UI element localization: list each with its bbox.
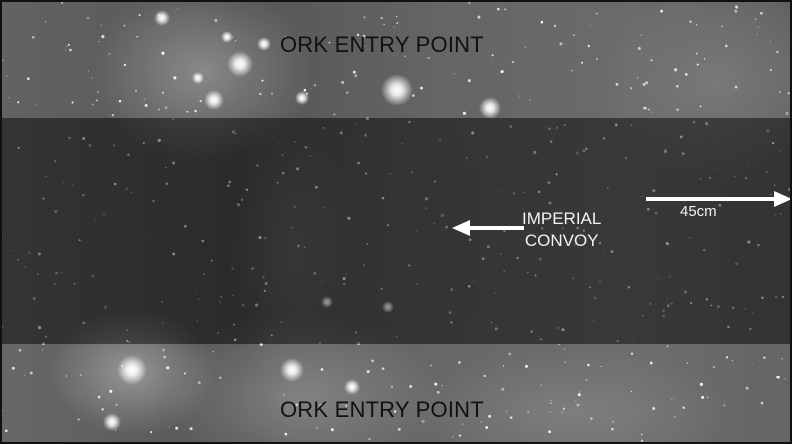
imperial-convoy-label-line1: IMPERIAL xyxy=(522,209,602,228)
imperial-convoy-label-line2: CONVOY xyxy=(524,231,599,250)
ork-entry-point-bottom-label: ORK ENTRY POINT xyxy=(280,397,484,422)
distance-label: 45cm xyxy=(680,203,717,220)
ork-entry-zone-top xyxy=(2,2,790,118)
arrow-left-icon xyxy=(452,220,524,236)
ork-entry-point-top-label: ORK ENTRY POINT xyxy=(280,32,484,57)
imperial-deployment-zone xyxy=(2,118,790,344)
arrow-right-icon xyxy=(646,191,790,207)
ork-entry-zone-bottom xyxy=(2,344,790,442)
imperial-convoy-label: IMPERIAL CONVOY xyxy=(522,208,601,252)
